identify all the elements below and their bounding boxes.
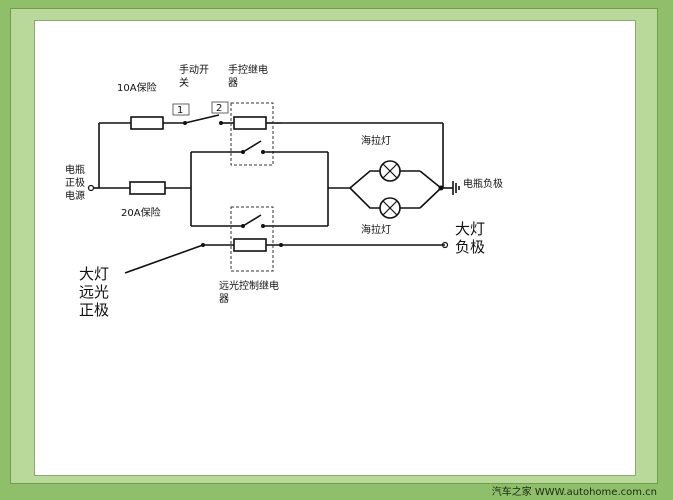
top-branch-wire [99, 122, 444, 188]
headlight-high-label-2: 远光 [79, 283, 109, 301]
battery-negative-label: 电瓶负极 [463, 177, 503, 190]
headlight-negative-label-2: 负极 [455, 238, 485, 256]
switch-position-2: 2 [216, 103, 222, 114]
highbeam-relay-box [230, 206, 274, 272]
fuse-10a [130, 116, 164, 130]
lamp-bottom-symbol [379, 197, 401, 219]
manual-relay-contact [191, 140, 328, 154]
battery-positive-terminal [87, 123, 100, 192]
highbeam-control-wire [124, 241, 449, 274]
lamp-bridge [328, 170, 444, 209]
fuse-20a-label: 20A保险 [121, 206, 161, 219]
lamp-bottom-label: 海拉灯 [361, 223, 391, 236]
lamp-top-label: 海拉灯 [361, 134, 391, 147]
headlight-high-label-1: 大灯 [79, 265, 109, 283]
diagram-paper: 1 2 [34, 20, 636, 476]
manual-relay-coil [233, 116, 267, 130]
headlight-negative-label-1: 大灯 [455, 220, 485, 238]
battery-positive-label-3: 电源 [65, 189, 85, 202]
lamp-top-symbol [379, 160, 401, 182]
manual-switch-label-1: 手动开 [179, 63, 209, 76]
highbeam-relay-contact [191, 214, 328, 228]
manual-relay-label-1: 手控继电 [228, 63, 268, 76]
wiring-diagram: 1 2 [65, 63, 503, 319]
manual-switch-label-2: 关 [179, 76, 189, 89]
watermark: 汽车之家 WWW.autohome.com.cn [491, 487, 657, 498]
manual-relay-box [230, 102, 274, 166]
battery-positive-label-1: 电瓶 [65, 163, 85, 176]
headlight-high-label-3: 正极 [79, 301, 109, 319]
ground-symbol-icon [441, 181, 460, 195]
battery-positive-label-2: 正极 [65, 176, 85, 189]
fuse-20a-branch-wire [99, 152, 192, 226]
highbeam-relay-coil [233, 238, 267, 252]
highbeam-relay-label-2: 器 [219, 293, 229, 305]
fuse-10a-label: 10A保险 [117, 81, 157, 94]
fuse-20a [129, 181, 166, 195]
manual-relay-label-2: 器 [228, 77, 238, 89]
highbeam-relay-label-1: 远光控制继电 [219, 279, 279, 292]
switch-position-1: 1 [177, 105, 183, 116]
manual-switch [172, 101, 229, 125]
